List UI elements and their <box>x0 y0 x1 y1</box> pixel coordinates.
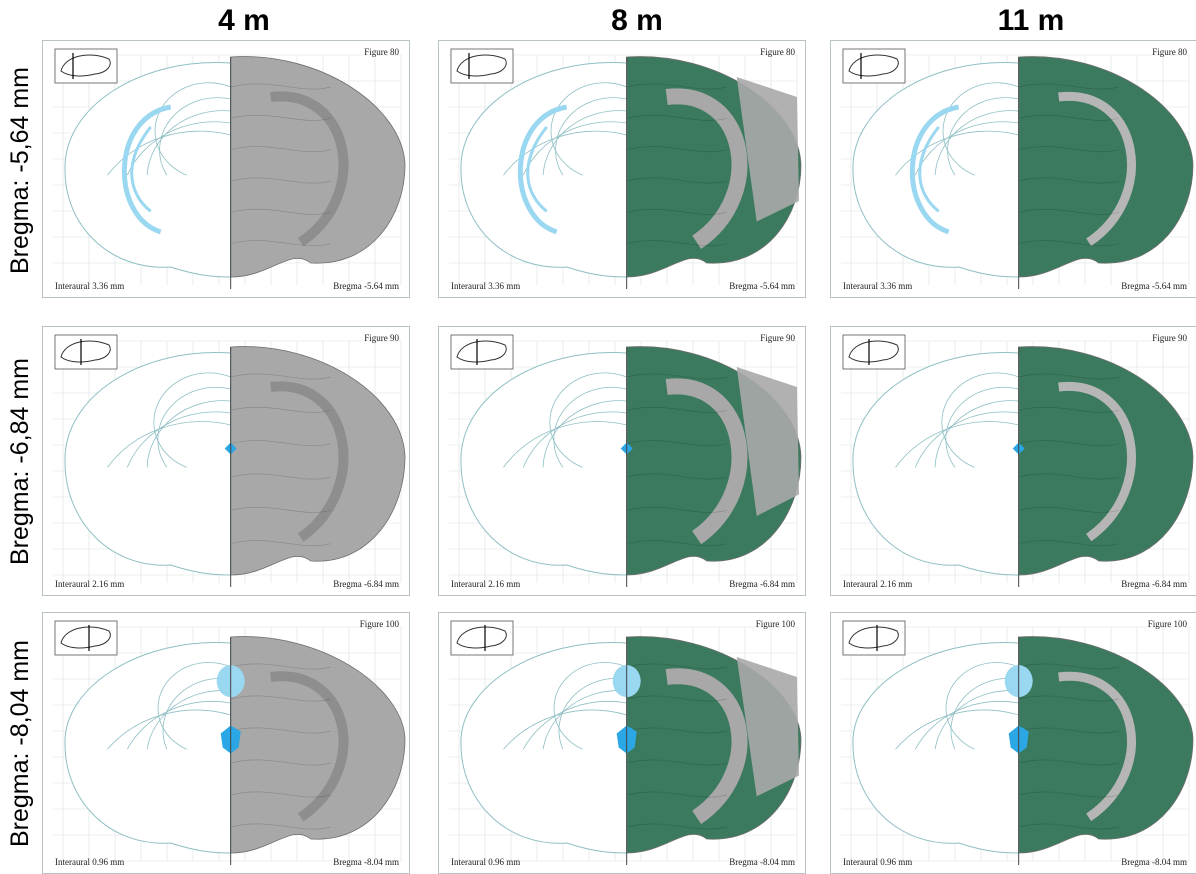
right-hemisphere-region <box>230 56 406 278</box>
brain-section-drawing <box>449 48 802 289</box>
sagittal-inset <box>450 620 514 656</box>
figure-number: Figure 90 <box>364 333 399 343</box>
spared-grey-band <box>665 378 748 545</box>
bregma-label: Bregma -6.84 mm <box>333 579 399 589</box>
atlas-panel-r2-c3: Figure 90 Interaural 2.16 mm Bregma -6.84 … <box>830 326 1196 596</box>
atlas-panel-r1-c3: Figure 80 Interaural 3.36 mm Bregma -5.64 … <box>830 40 1196 298</box>
column-heading-11m: 11 m <box>997 4 1065 37</box>
right-hemisphere-region <box>230 636 406 854</box>
column-heading-8m: 8 m <box>611 4 663 37</box>
interaural-label: Interaural 0.96 mm <box>843 857 913 867</box>
sagittal-inset <box>54 334 118 370</box>
sagittal-inset <box>842 620 906 656</box>
hippocampal-band <box>270 91 349 247</box>
bregma-label: Bregma -8.04 mm <box>729 857 795 867</box>
brain-section-drawing <box>841 620 1194 865</box>
right-hemisphere-region <box>230 346 406 576</box>
figure-number: Figure 100 <box>359 619 399 629</box>
row-label-bregma-5-64: Bregma: -5,64 mm <box>5 66 34 274</box>
interaural-label: Interaural 3.36 mm <box>843 281 913 291</box>
bregma-label: Bregma -6.84 mm <box>1121 579 1187 589</box>
sagittal-inset <box>450 48 514 84</box>
atlas-panel-r2-c1: Figure 90 Interaural 2.16 mm Bregma -6.84 … <box>42 326 410 596</box>
figure-number: Figure 80 <box>760 47 795 57</box>
interaural-label: Interaural 0.96 mm <box>451 857 521 867</box>
brain-section-drawing <box>449 334 802 587</box>
hippocampal-band <box>270 671 349 822</box>
interaural-label: Interaural 3.36 mm <box>451 281 521 291</box>
brain-section-drawing <box>53 334 406 587</box>
left-hemisphere-outline <box>852 352 1020 576</box>
sagittal-inset <box>842 334 906 370</box>
spared-grey-band <box>1058 91 1136 246</box>
ventricle-outline <box>517 104 568 235</box>
spared-grey-band <box>1058 381 1136 542</box>
bregma-label: Bregma -6.84 mm <box>729 579 795 589</box>
left-hemisphere-outline <box>64 642 232 854</box>
interaural-label: Interaural 2.16 mm <box>843 579 913 589</box>
figure-number: Figure 100 <box>1147 619 1187 629</box>
spared-grey-cortex <box>736 367 799 516</box>
brain-section-drawing <box>53 620 406 865</box>
spared-grey-band <box>1058 671 1136 822</box>
brain-section-drawing <box>53 48 406 289</box>
ventricle-outline <box>909 104 960 235</box>
right-hemisphere-region <box>1018 56 1194 278</box>
interaural-label: Interaural 0.96 mm <box>55 857 125 867</box>
sagittal-inset <box>842 48 906 84</box>
bregma-label: Bregma -8.04 mm <box>333 857 399 867</box>
hippocampal-band <box>270 381 349 542</box>
bregma-label: Bregma -5.64 mm <box>1121 281 1187 291</box>
ventricle-outline <box>121 104 172 235</box>
interaural-label: Interaural 2.16 mm <box>451 579 521 589</box>
spared-grey-band <box>665 668 748 824</box>
left-hemisphere-outline <box>460 352 628 576</box>
left-hemisphere-outline <box>852 642 1020 854</box>
figure-number: Figure 80 <box>364 47 399 57</box>
bregma-label: Bregma -8.04 mm <box>1121 857 1187 867</box>
figure-number: Figure 80 <box>1152 47 1187 57</box>
atlas-panel-r2-c2: Figure 90 Interaural 2.16 mm Bregma -6.84 … <box>438 326 806 596</box>
spared-grey-band <box>665 88 748 249</box>
bregma-label: Bregma -5.64 mm <box>333 281 399 291</box>
bregma-label: Bregma -5.64 mm <box>729 281 795 291</box>
row-label-bregma-6-84: Bregma: -6,84 mm <box>5 357 34 565</box>
row-label-bregma-8-04: Bregma: -8,04 mm <box>5 639 34 847</box>
sagittal-inset <box>54 48 118 84</box>
figure-number: Figure 90 <box>760 333 795 343</box>
brain-section-drawing <box>449 620 802 865</box>
left-hemisphere-outline <box>460 642 628 854</box>
interaural-label: Interaural 3.36 mm <box>55 281 125 291</box>
right-hemisphere-region <box>1018 636 1194 854</box>
atlas-panel-r1-c2: Figure 80 Interaural 3.36 mm Bregma -5.64 … <box>438 40 806 298</box>
figure-number: Figure 90 <box>1152 333 1187 343</box>
right-hemisphere-region <box>1018 346 1194 576</box>
spared-grey-cortex <box>736 77 799 222</box>
brain-section-drawing <box>841 334 1194 587</box>
spared-grey-cortex <box>736 657 799 797</box>
column-heading-4m: 4 m <box>218 4 270 37</box>
sagittal-inset <box>54 620 118 656</box>
atlas-panel-r1-c1: Figure 80 Interaural 3.36 mm Bregma -5.64 … <box>42 40 410 298</box>
interaural-label: Interaural 2.16 mm <box>55 579 125 589</box>
sagittal-inset <box>450 334 514 370</box>
figure-number: Figure 100 <box>755 619 795 629</box>
left-hemisphere-outline <box>64 352 232 576</box>
brain-section-drawing <box>841 48 1194 289</box>
